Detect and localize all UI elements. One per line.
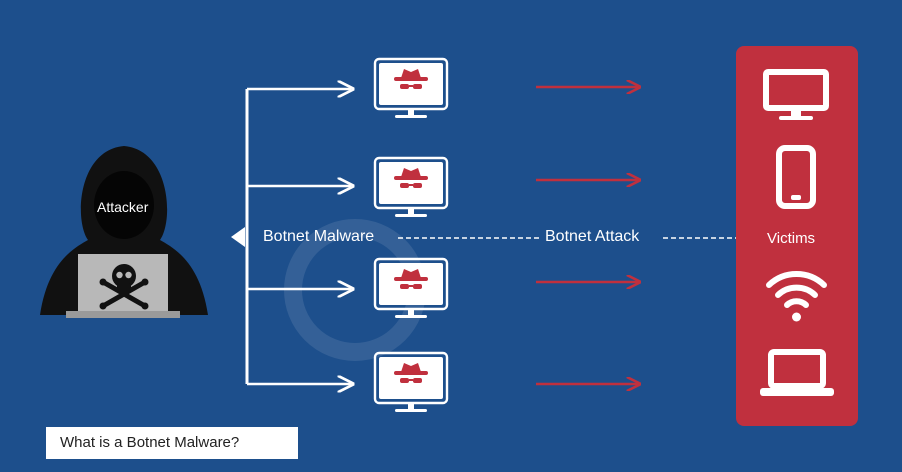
skull-crossbones-icon xyxy=(99,264,149,310)
victims-label: Victims xyxy=(767,230,816,247)
attacker-label: Attacker xyxy=(97,199,149,215)
smartphone-icon xyxy=(776,145,816,209)
wifi-icon xyxy=(766,271,827,322)
botnet-malware-label: Botnet Malware xyxy=(263,228,375,245)
laptop-icon xyxy=(760,349,834,396)
distribution-bracket xyxy=(231,89,249,384)
caption-box: What is a Botnet Malware? xyxy=(46,427,298,459)
botnet-attack-label: Botnet Attack xyxy=(545,228,640,245)
monitor-icon xyxy=(763,69,829,120)
caption-text: What is a Botnet Malware? xyxy=(60,434,240,451)
